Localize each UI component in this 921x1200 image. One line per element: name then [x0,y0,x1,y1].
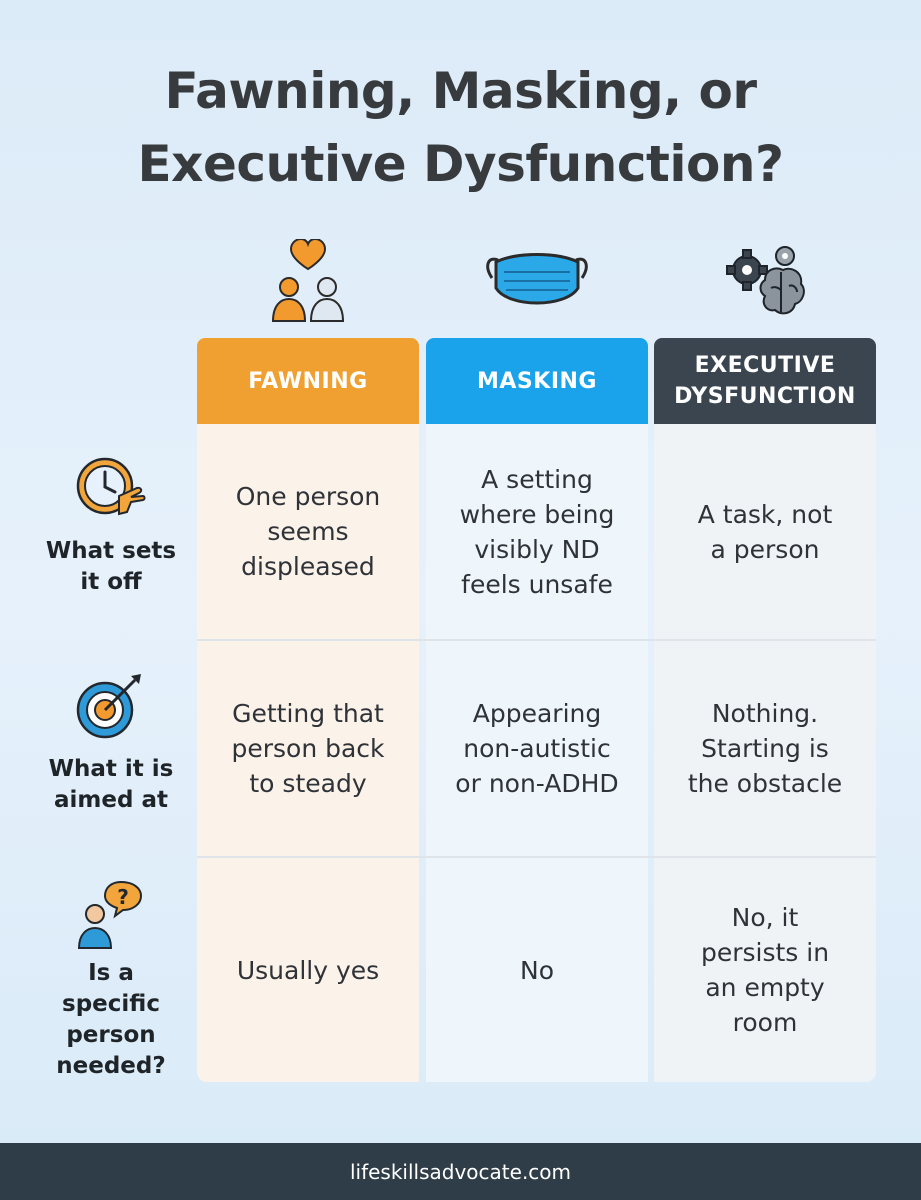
column-body-masking [426,424,648,1082]
footer: lifeskillsadvocate.com [0,1143,921,1200]
clock-hand-icon [76,457,146,516]
cell-aim-masking: Appearing non-autistic or non-ADHD [455,699,619,798]
cell-trigger-masking: A setting where being visibly ND feels u… [459,464,615,599]
row-label-trigger: What sets it off [30,456,192,598]
row-divider [197,639,876,641]
column-header-executive-dysfunction: EXECUTIVE DYSFUNCTION [654,338,876,424]
row-label-aim-text: What it is aimed at [48,756,174,813]
person-question-icon: ? [77,880,143,949]
cell-person-masking: No [520,955,554,985]
row-label-trigger-text: What sets it off [45,538,177,595]
column-header-masking: MASKING [426,338,648,424]
row-label-aim: What it is aimed at [30,672,192,816]
row-label-person: ? Is a specific person needed? [30,878,192,1082]
row-label-person-text: Is a specific person needed? [56,960,166,1079]
cell-trigger-fawning: One person seems displeased [235,482,381,581]
cell-trigger-executive: A task, not a person [697,499,833,564]
column-header-fawning: FAWNING [197,338,419,424]
column-body-executive-dysfunction [654,424,876,1082]
svg-text:?: ? [117,885,129,909]
gears-brain-icon [654,238,876,328]
cell-aim-fawning: Getting that person back to steady [231,699,385,798]
cell-person-executive: No, it persists in an empty room [700,903,830,1037]
footer-site-link[interactable]: lifeskillsadvocate.com [349,1159,572,1184]
face-mask-icon [426,238,648,328]
cell-aim-executive: Nothing. Starting is the obstacle [687,699,843,798]
page-title: Fawning, Masking, or Executive Dysfuncti… [0,55,921,201]
cell-person-fawning: Usually yes [236,955,380,985]
title-line-1: Fawning, Masking, or [164,62,757,120]
target-arrow-icon [76,674,141,739]
column-body-fawning [197,424,419,1082]
two-people-heart-icon [197,238,419,328]
title-line-2: Executive Dysfunction? [137,135,784,193]
row-divider [197,856,876,858]
